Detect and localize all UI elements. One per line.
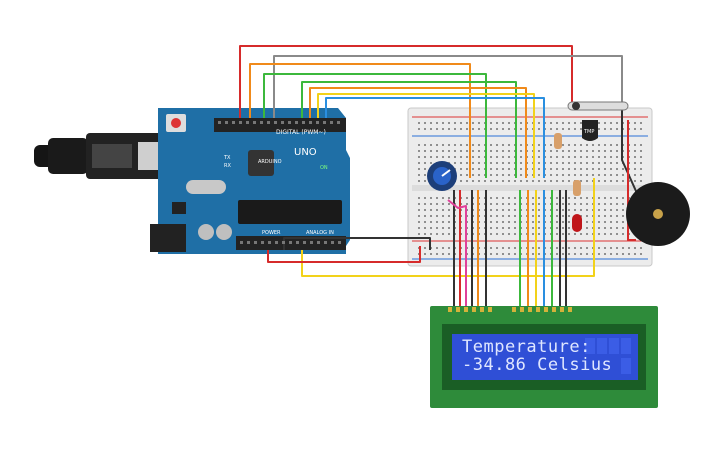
wire-red-power [267,246,421,263]
wire-blue-1 [325,97,545,178]
wire-green-1 [263,73,487,178]
analog-header-label: ANALOG IN [306,230,334,236]
arduino-model-label: UNO [294,147,317,158]
wire-green-2 [301,81,517,178]
temperature-sensor[interactable]: TMP [582,120,598,141]
wires [239,45,641,306]
piezo-buzzer[interactable] [626,182,690,246]
sensor-label: TMP [583,129,594,135]
tx-label: TX [223,155,231,161]
lcd-line-2: -34.86 Celsius [462,355,613,375]
digital-header-label: DIGITAL (PWM~) [276,129,326,136]
resistor-top [554,133,562,149]
arduino-header-pins [218,121,341,244]
wire-yellow-1 [317,93,535,178]
rx-label: RX [224,163,231,169]
red-led[interactable] [572,214,582,232]
wire-gray-top [273,55,623,118]
arduino-brand-label: ARDUINO [258,159,282,165]
resistor-bottom [573,180,581,196]
power-header-label: POWER [262,230,281,236]
potentiometer[interactable] [427,161,457,191]
arduino-uno-board[interactable]: ARDUINO UNO DIGITAL (PWM~) POWER ANALOG … [150,108,350,254]
wire-red-top [239,45,573,118]
on-led-label: ON [320,165,328,171]
lcd-module[interactable] [430,306,658,408]
switch[interactable] [567,101,629,111]
wire-orange-top [249,63,471,178]
lcd-line-1: Temperature: [462,337,591,357]
wire-orange-2 [309,87,527,178]
